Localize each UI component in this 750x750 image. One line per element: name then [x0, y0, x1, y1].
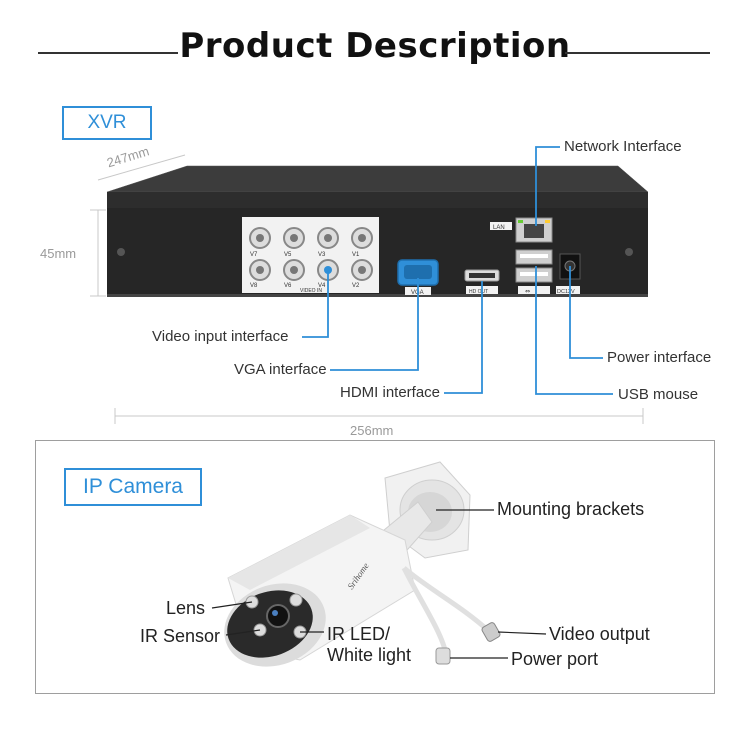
dc-port-label: DC12V	[557, 289, 575, 295]
ir-led-label: IR LED/	[327, 624, 391, 644]
height-dimension: 45mm	[40, 246, 77, 261]
video-in-label: VIDEO IN	[300, 288, 322, 294]
bnc-connectors	[249, 227, 373, 281]
title-rule-right	[565, 52, 710, 54]
usb-mouse-label: USB mouse	[618, 386, 699, 403]
xvr-top-surface	[107, 166, 648, 192]
channel-label-v8: V8	[250, 283, 258, 289]
camera-lens	[266, 604, 290, 628]
power-callout-line	[569, 266, 603, 359]
ir-led-top-right	[289, 593, 303, 607]
svg-text:⇔: ⇔	[525, 288, 530, 295]
video-input-interface-label: Video input interface	[152, 328, 289, 345]
vga-callout-line	[330, 278, 419, 371]
mounting-brackets-label: Mounting brackets	[497, 499, 645, 519]
ip-camera-section	[35, 440, 715, 694]
channel-label-v1: V1	[352, 252, 360, 258]
ip-camera-illustration: Srihome	[211, 461, 547, 667]
usb-callout-line	[535, 266, 613, 395]
channel-label-v7: V7	[250, 252, 258, 258]
power-port-connector	[435, 647, 451, 665]
ip-camera-tag: IP Camera	[64, 468, 202, 506]
video-output-label: Video output	[549, 624, 650, 644]
channel-label-v5: V5	[284, 252, 292, 258]
xvr-illustration: V7 V5 V3 V1 V8 V6 V4 V2 VIDEO IN VGA HD …	[90, 146, 649, 424]
power-interface-label: Power interface	[607, 349, 712, 366]
width-dimension: 256mm	[350, 423, 394, 438]
lens-callout-line	[211, 601, 253, 609]
network-callout-line	[535, 146, 560, 226]
video-output-callout-line	[497, 631, 547, 635]
hdmi-callout-line	[444, 281, 483, 394]
page-title: Product Description	[179, 26, 571, 66]
title-rule-left	[38, 52, 178, 54]
lan-label: LAN	[493, 225, 505, 231]
hdmi-port-label: HD OUT	[469, 289, 488, 295]
ir-sensor-label: IR Sensor	[140, 626, 221, 646]
hdmi-interface-label: HDMI interface	[340, 384, 441, 401]
lens-label: Lens	[166, 598, 206, 618]
ir-sensor-callout-line	[225, 629, 261, 636]
network-interface-label: Network Interface	[564, 138, 682, 155]
xvr-front-bezel	[107, 192, 648, 210]
vga-interface-label: VGA interface	[234, 361, 327, 378]
channel-label-v4: V4	[318, 283, 326, 289]
video-input-callout-line	[302, 270, 329, 338]
channel-label-v6: V6	[284, 283, 292, 289]
depth-dimension-line	[97, 154, 186, 181]
video-output-connector	[481, 622, 501, 642]
power-port-label: Power port	[511, 649, 599, 669]
xvr-tag: XVR	[62, 106, 152, 140]
white-light-label: White light	[327, 645, 412, 665]
channel-label-v3: V3	[318, 252, 326, 258]
channel-label-v2: V2	[352, 283, 360, 289]
